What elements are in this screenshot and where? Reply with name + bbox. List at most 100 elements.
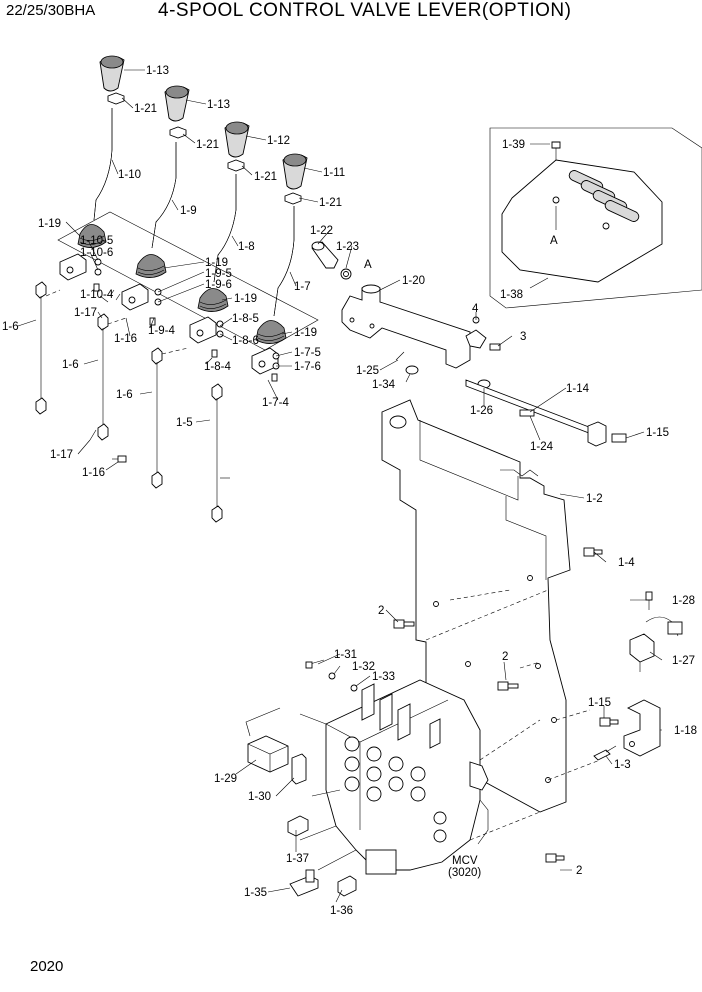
callout-1-9-4: 1-9-4 bbox=[148, 325, 175, 337]
callout-4: 4 bbox=[472, 303, 479, 315]
callout-1-13b: 1-13 bbox=[207, 99, 230, 111]
lever-knob-1-13b bbox=[164, 85, 190, 122]
fitting-1-37 bbox=[287, 815, 309, 837]
callout-1-5: 1-5 bbox=[176, 417, 193, 429]
link-rod-1-5 bbox=[211, 383, 230, 523]
nut-1-21a bbox=[107, 92, 125, 105]
leader-lines bbox=[17, 69, 663, 903]
nut-1-33 bbox=[350, 684, 358, 692]
callout-1-28: 1-28 bbox=[672, 595, 695, 607]
callout-1-19c: 1-19 bbox=[234, 293, 257, 305]
callout-1-24: 1-24 bbox=[530, 441, 554, 453]
callout-1-35: 1-35 bbox=[244, 887, 267, 899]
callout-1-30: 1-30 bbox=[248, 791, 271, 803]
callout-1-15a: 1-15 bbox=[646, 427, 669, 439]
spool-1-22 bbox=[311, 241, 339, 269]
callout-1-8: 1-8 bbox=[238, 241, 255, 253]
callout-1-9-5: 1-9-5 bbox=[205, 268, 232, 280]
bolt-1-3 bbox=[593, 745, 617, 761]
callout-1-4: 1-4 bbox=[618, 557, 635, 569]
callout-1-7-5: 1-7-5 bbox=[294, 347, 321, 359]
link-rod-1-6a bbox=[35, 281, 47, 415]
callout-1-17b: 1-17 bbox=[50, 449, 73, 461]
nut-1-21c bbox=[227, 159, 245, 172]
link-rod-1-6c bbox=[151, 347, 163, 489]
callout-1-7: 1-7 bbox=[294, 281, 311, 293]
nut-1-21b bbox=[169, 126, 187, 139]
page-number: 2020 bbox=[30, 958, 64, 975]
lever-rod-1-7 bbox=[273, 206, 295, 317]
callout-1-16a: 1-16 bbox=[114, 333, 137, 345]
callout-1-8-4: 1-8-4 bbox=[204, 361, 231, 373]
mcv-part-number: (3020) bbox=[448, 867, 481, 879]
callout-1-19a: 1-19 bbox=[38, 218, 61, 230]
callout-1-37: 1-37 bbox=[286, 853, 309, 865]
bracket-1-18 bbox=[623, 699, 661, 757]
callout-1-16b: 1-16 bbox=[82, 467, 105, 479]
callout-1-19b: 1-19 bbox=[205, 257, 228, 269]
callout-1-29: 1-29 bbox=[214, 773, 237, 785]
callout-1-21b: 1-21 bbox=[196, 139, 219, 151]
callout-1-6b: 1-6 bbox=[62, 359, 79, 371]
callout-1-12: 1-12 bbox=[267, 135, 290, 147]
boot-1-19b bbox=[135, 254, 167, 278]
lever-rod-1-9 bbox=[151, 142, 177, 249]
callout-1-22: 1-22 bbox=[310, 225, 333, 237]
callout-2b: 2 bbox=[502, 651, 508, 663]
callout-1-10-6: 1-10-6 bbox=[80, 247, 113, 259]
callout-1-11: 1-11 bbox=[323, 167, 345, 179]
lever-rod-1-8 bbox=[213, 174, 237, 283]
callout-1-33: 1-33 bbox=[372, 671, 395, 683]
callout-1-21a: 1-21 bbox=[134, 103, 157, 115]
callout-A-1: A bbox=[364, 259, 372, 271]
fitting-1-36 bbox=[337, 875, 357, 897]
bolt-1-15b bbox=[599, 717, 619, 727]
callout-1-19d: 1-19 bbox=[294, 327, 317, 339]
callout-1-31: 1-31 bbox=[334, 649, 357, 661]
bolt-2b bbox=[497, 681, 519, 691]
lever-base-1-10 bbox=[59, 253, 87, 281]
screw-1-28 bbox=[645, 591, 653, 610]
callout-1-34: 1-34 bbox=[372, 379, 396, 391]
callout-1-14: 1-14 bbox=[566, 383, 590, 395]
assembly-line-2 bbox=[449, 589, 601, 781]
callout-1-7-6: 1-7-6 bbox=[294, 361, 321, 373]
lever-rod-1-10 bbox=[93, 108, 113, 221]
ring-1-23 bbox=[340, 268, 352, 280]
tee-fitting-1-35 bbox=[289, 869, 319, 897]
callout-1-9-6: 1-9-6 bbox=[205, 279, 232, 291]
bracket-1-20 bbox=[341, 284, 471, 369]
callout-1-8-5: 1-8-5 bbox=[232, 313, 259, 325]
callout-1-20: 1-20 bbox=[402, 275, 425, 287]
mcv-control-valve bbox=[325, 679, 489, 875]
callout-1-9: 1-9 bbox=[180, 205, 197, 217]
block-1-29 bbox=[247, 735, 289, 773]
callout-1-3: 1-3 bbox=[614, 759, 631, 771]
assembly-line-3 bbox=[469, 719, 541, 841]
callout-1-26: 1-26 bbox=[470, 405, 493, 417]
callout-1-39: 1-39 bbox=[502, 139, 525, 151]
assembly-line-1 bbox=[45, 289, 189, 355]
lever-knob-1-13a bbox=[99, 55, 125, 92]
callout-3: 3 bbox=[520, 331, 526, 343]
nut-1-21d bbox=[284, 192, 302, 205]
lever-base-1-8 bbox=[189, 316, 217, 344]
callout-A-2: A bbox=[550, 235, 558, 247]
callout-1-10: 1-10 bbox=[118, 169, 141, 181]
diagram-title: 4-SPOOL CONTROL VALVE LEVER(OPTION) bbox=[158, 0, 572, 21]
callout-1-17a: 1-17 bbox=[74, 307, 97, 319]
callout-2a: 2 bbox=[378, 605, 384, 617]
callout-1-18: 1-18 bbox=[674, 725, 697, 737]
callout-1-6c: 1-6 bbox=[116, 389, 133, 401]
callout-1-27: 1-27 bbox=[672, 655, 695, 667]
bolt-1-24 bbox=[519, 409, 535, 417]
callout-1-38: 1-38 bbox=[500, 289, 523, 301]
callout-1-21d: 1-21 bbox=[319, 197, 342, 209]
bolt-1-16b bbox=[112, 455, 127, 463]
callout-1-13a: 1-13 bbox=[146, 65, 169, 77]
bolt-1-4 bbox=[583, 547, 603, 557]
screw-1-31 bbox=[305, 659, 325, 669]
callout-2c: 2 bbox=[576, 865, 582, 877]
callout-1-21c: 1-21 bbox=[254, 171, 277, 183]
